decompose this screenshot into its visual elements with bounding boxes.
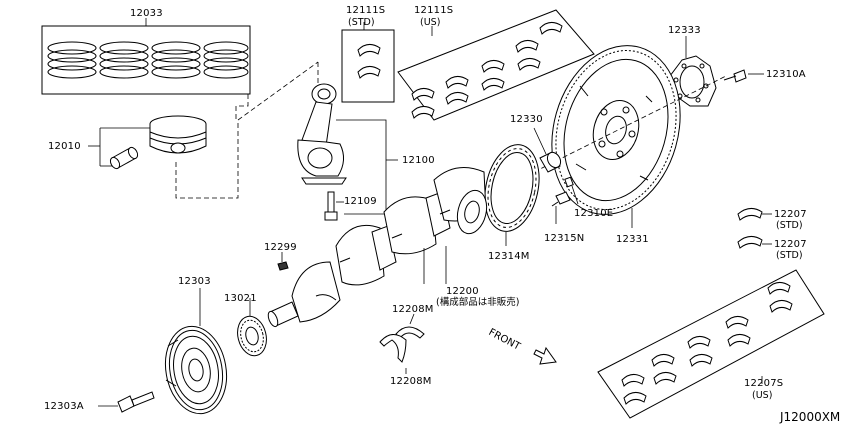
- label-12111s-us-sub: (US): [420, 17, 440, 28]
- label-12310e: 12310E: [574, 208, 613, 219]
- dowel-12310e: [564, 176, 579, 205]
- label-12331: 12331: [616, 234, 649, 245]
- label-12207-a: 12207: [774, 209, 807, 220]
- label-12100: 12100: [402, 155, 435, 166]
- label-12303: 12303: [178, 276, 211, 287]
- label-12208m-top: 12208M: [392, 304, 434, 315]
- piston-illustration: [88, 115, 207, 170]
- label-12033: 12033: [130, 8, 163, 19]
- crankshaft-pulley-illustration: [164, 288, 228, 415]
- pilot-bushing-illustration: [533, 127, 562, 173]
- assembly-guide-line: [175, 61, 319, 199]
- crankshaft-center-axis: [433, 75, 727, 223]
- connecting-rod-illustration: [297, 83, 398, 221]
- label-12010: 12010: [48, 141, 81, 152]
- label-12111s-std-sub: (STD): [348, 17, 375, 28]
- label-12207s: 12207S: [744, 378, 783, 389]
- conrod-bearing-std-a: [737, 208, 772, 221]
- label-12207-a-sub: (STD): [776, 220, 803, 231]
- front-arrow-icon: [533, 346, 557, 365]
- label-12207s-sub: (US): [752, 390, 772, 401]
- label-12333: 12333: [668, 25, 701, 36]
- label-12111s-std: 12111S: [346, 5, 385, 16]
- label-12315n: 12315N: [544, 233, 585, 244]
- assembly-guide-line: [235, 94, 249, 120]
- label-12208m-bottom: 12208M: [390, 376, 432, 387]
- label-12310a: 12310A: [766, 69, 806, 80]
- label-12200-note: (構成部品は非販売): [436, 296, 519, 308]
- label-12200: 12200: [446, 286, 479, 297]
- signal-plate-bolt-12315n: [551, 191, 571, 224]
- flywheel-illustration: [551, 45, 681, 228]
- main-bearing-us-set: [397, 9, 595, 121]
- main-bearing-std-set: [341, 22, 395, 103]
- conrod-bearing-us-set: [597, 269, 825, 419]
- label-12303a: 12303A: [44, 401, 84, 412]
- label-12299: 12299: [264, 242, 297, 253]
- pulley-bolt-12303a: [98, 391, 155, 413]
- label-12314m: 12314M: [488, 251, 530, 262]
- thrust-washers-12208m: [379, 313, 425, 374]
- crankshaft-key-12299: [277, 252, 289, 271]
- label-12330: 12330: [510, 114, 543, 125]
- label-13021: 13021: [224, 293, 257, 304]
- piston-ring-set-illustration: [41, 18, 251, 95]
- label-12109: 12109: [344, 196, 377, 207]
- flywheel-bolt-12310a: [723, 69, 764, 83]
- crank-sprocket-illustration: [237, 298, 267, 357]
- crankshaft-illustration: [267, 167, 488, 328]
- diagram-reference-id: J12000XM: [779, 410, 840, 424]
- label-12111s-us: 12111S: [414, 5, 453, 16]
- signal-plate-illustration: [484, 144, 540, 246]
- label-12207-b: 12207: [774, 239, 807, 250]
- conrod-bearing-std-b: [737, 236, 772, 249]
- front-label: FRONT: [487, 327, 523, 353]
- front-direction-indicator: FRONT: [487, 327, 557, 365]
- label-12207-b-sub: (STD): [776, 250, 803, 261]
